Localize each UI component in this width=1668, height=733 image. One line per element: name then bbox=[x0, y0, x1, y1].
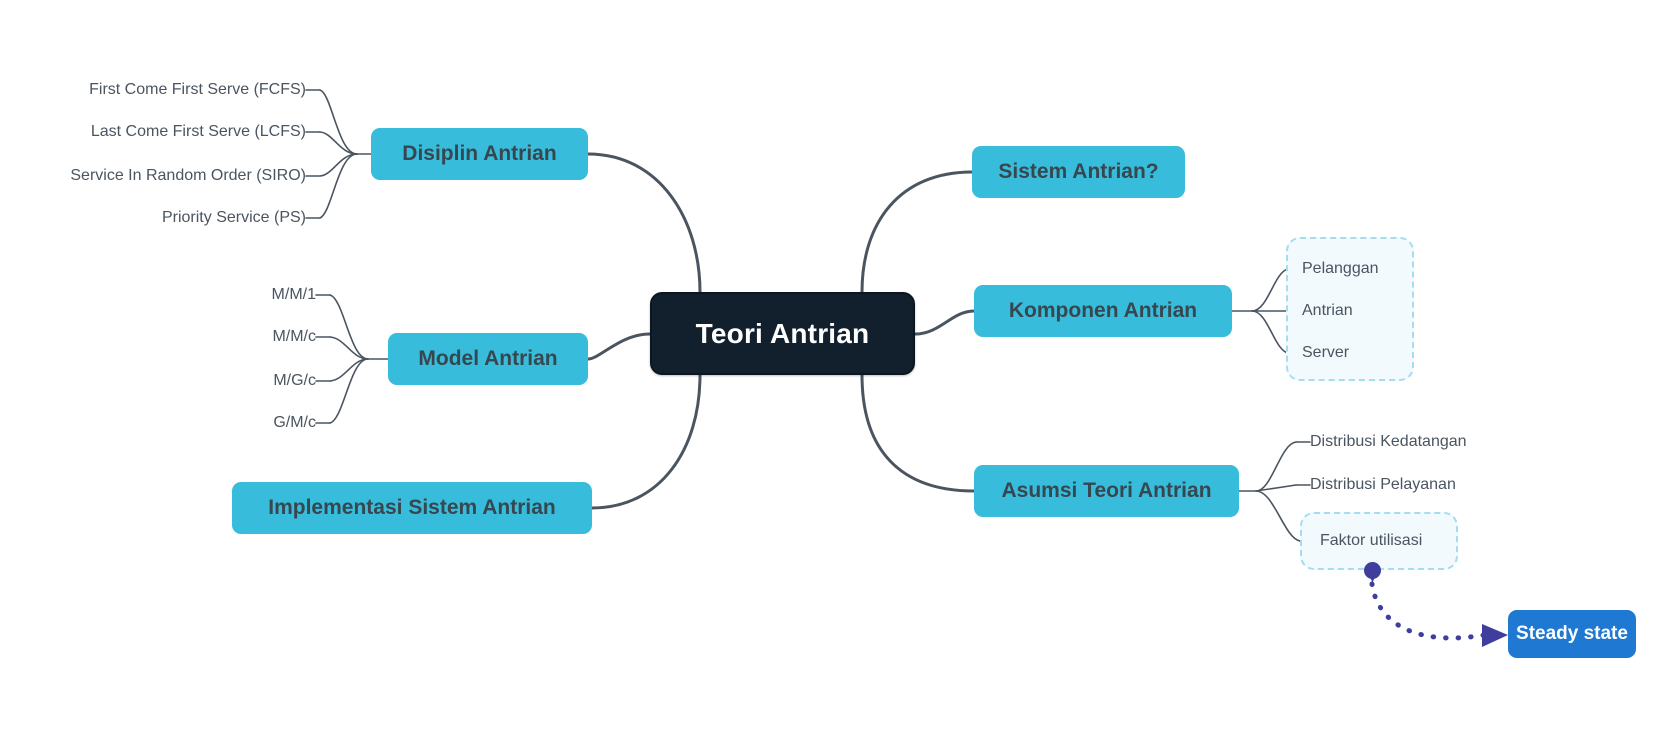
edge-model-c3 bbox=[329, 358, 369, 382]
leaf-mmc[interactable]: M/M/c bbox=[272, 328, 316, 345]
callout-node-steady-state[interactable]: Steady state bbox=[1508, 610, 1636, 658]
dashed-group-komponen bbox=[1286, 237, 1414, 381]
callout-anchor-dot[interactable] bbox=[1364, 562, 1381, 579]
edge-root-disiplin bbox=[586, 152, 702, 294]
leaf-last-come-first-serve[interactable]: Last Come First Serve (LCFS) bbox=[90, 123, 306, 140]
edge-disiplin-c2 bbox=[319, 131, 358, 155]
leaf-distribusi-pelayanan[interactable]: Distribusi Pelayanan bbox=[1310, 476, 1456, 493]
leaf-gmc[interactable]: G/M/c bbox=[273, 414, 316, 431]
branch-node-asumsi-teori-antrian[interactable]: Asumsi Teori Antrian bbox=[974, 465, 1239, 517]
leaf-first-come-first-serve[interactable]: First Come First Serve (FCFS) bbox=[89, 81, 306, 98]
edge-komponen-c3 bbox=[1251, 310, 1289, 354]
branch-node-sistem-antrian[interactable]: Sistem Antrian? bbox=[972, 146, 1185, 198]
edge-disiplin-c4 bbox=[319, 153, 358, 219]
edge-asumsi-c3 bbox=[1255, 490, 1301, 542]
branch-node-model-antrian[interactable]: Model Antrian bbox=[388, 333, 588, 385]
leaf-pelanggan[interactable]: Pelanggan bbox=[1302, 260, 1379, 277]
edge-model-c1 bbox=[329, 294, 369, 360]
leaf-service-in-random-order[interactable]: Service In Random Order (SIRO) bbox=[70, 167, 306, 184]
branch-node-disiplin-antrian[interactable]: Disiplin Antrian bbox=[371, 128, 588, 180]
leaf-mm1[interactable]: M/M/1 bbox=[271, 286, 316, 303]
edge-root-sistem bbox=[860, 170, 974, 294]
edge-root-implementasi bbox=[590, 373, 702, 510]
edge-disiplin-c3 bbox=[319, 153, 358, 177]
leaf-faktor-utilisasi[interactable]: Faktor utilisasi bbox=[1320, 532, 1423, 549]
edge-asumsi-c2 bbox=[1255, 484, 1297, 492]
edge-komponen-c1 bbox=[1251, 268, 1289, 312]
leaf-mgc[interactable]: M/G/c bbox=[273, 372, 316, 389]
edge-root-model bbox=[586, 332, 652, 361]
edge-model-c4 bbox=[329, 358, 369, 424]
leaf-distribusi-kedatangan[interactable]: Distribusi Kedatangan bbox=[1310, 433, 1467, 450]
edge-model-c2 bbox=[329, 336, 369, 360]
dotted-connector bbox=[1369, 581, 1487, 641]
leaf-priority-service[interactable]: Priority Service (PS) bbox=[161, 209, 306, 226]
leaf-antrian[interactable]: Antrian bbox=[1302, 302, 1353, 319]
leaf-server[interactable]: Server bbox=[1302, 344, 1350, 361]
branch-node-implementasi-sistem-antrian[interactable]: Implementasi Sistem Antrian bbox=[232, 482, 592, 534]
root-node[interactable]: Teori Antrian bbox=[650, 292, 915, 375]
arrowhead-icon bbox=[1482, 624, 1508, 647]
edge-root-asumsi bbox=[860, 373, 976, 493]
branch-node-komponen-antrian[interactable]: Komponen Antrian bbox=[974, 285, 1232, 337]
edge-root-komponen bbox=[913, 309, 976, 336]
edge-disiplin-c1 bbox=[319, 89, 358, 155]
edge-asumsi-c1 bbox=[1255, 441, 1297, 492]
